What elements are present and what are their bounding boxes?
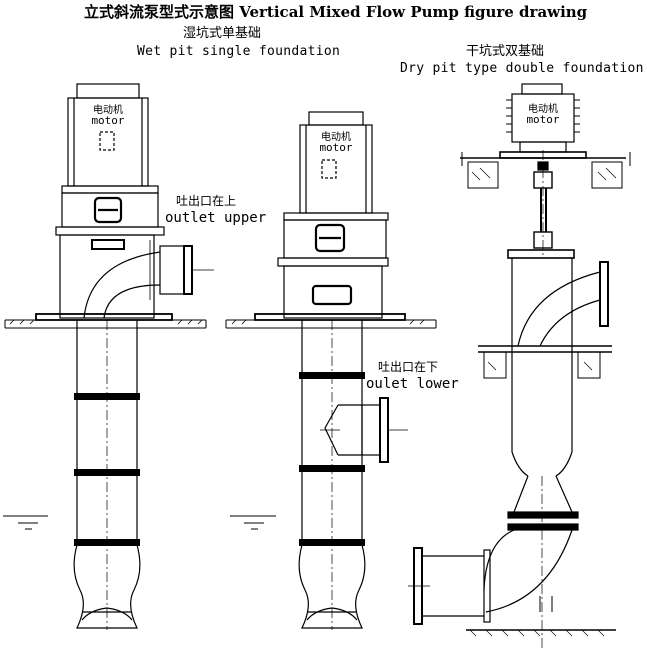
discharge-head	[59, 234, 155, 319]
pump-dry-pit	[408, 83, 631, 648]
outlet-elbow	[83, 251, 161, 319]
motor-label-cn: 电动机	[321, 132, 351, 143]
pump-outlet-lower	[225, 111, 437, 630]
pump-outlet-upper	[3, 83, 214, 630]
suction-elbow	[483, 529, 515, 591]
outlet-upper-label-en: outlet upper	[165, 210, 267, 226]
diagram-title: 立式斜流泵型式示意图 Vertical Mixed Flow Pump figu…	[84, 3, 588, 21]
motor-label-en: motor	[319, 141, 353, 154]
outlet-lower-label-cn: 吐出口在下	[378, 360, 439, 374]
wet-pit-caption-cn: 湿坑式单基础	[183, 26, 262, 41]
motor-label-cn: 电动机	[528, 104, 558, 115]
outlet-elbow	[517, 271, 601, 347]
motor-label-cn: 电动机	[93, 105, 123, 116]
discharge-head	[283, 265, 383, 319]
dry-pit-caption-en: Dry pit type double foundation	[400, 61, 644, 76]
outlet-lower-label-en: oulet lower	[366, 376, 459, 392]
outlet-upper-label-cn: 吐出口在上	[176, 194, 237, 208]
motor-label-en: motor	[91, 114, 125, 127]
motor-label-en: motor	[526, 113, 560, 126]
wet-pit-caption-en: Wet pit single foundation	[137, 44, 341, 59]
outlet-tee	[324, 404, 362, 456]
dry-pit-caption-cn: 干坑式双基础	[466, 44, 545, 59]
